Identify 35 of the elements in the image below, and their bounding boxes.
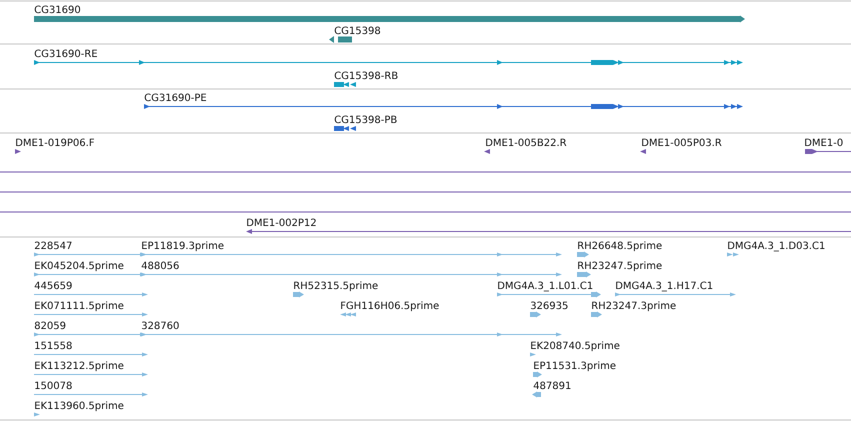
feature-label: EK113212.5prime [35,361,124,372]
feature-label: EK113960.5prime [35,401,124,412]
feature-label: DME1-0 [805,138,843,146]
feature-label: EK071111.5prime [35,301,124,312]
feature-label: EK208740.5prime [531,341,620,352]
feature-label: CG31690-PE [144,94,206,102]
feature-label: RH26648.5prime [578,241,662,252]
feature-label: 328760 [142,322,179,330]
feature-label: 487891 [534,382,570,390]
feature-label: DMG4A.3_1.H17.C1 [616,282,712,292]
feature-label: DME1-005P03.R [642,138,722,146]
feature-label: CG31690 [34,6,80,14]
feature-label: RH23247.3prime [592,301,676,312]
feature-label: DME1-005B22.R [486,138,566,146]
feature-label: CG15398-PB [334,116,397,124]
feature-label: DME1-002P12 [247,218,316,226]
feature-label: 82059 [34,322,66,330]
feature-label: EK045204.5prime [35,261,124,272]
feature-label: 151558 [35,342,72,350]
feature-label: RH52315.5prime [294,281,378,292]
feature-label: 488056 [142,262,179,270]
feature-label: 445659 [34,282,72,290]
feature-label: DMG4A.3_1.D03.C1 [728,242,824,252]
feature-label: 228547 [34,242,72,250]
feature-label: FGH116H06.5prime [341,301,439,312]
feature-label: DME1-019P06.F [16,138,94,146]
feature-label: EP11531.3prime [534,361,616,372]
feature-label: CG15398-RB [334,72,398,80]
feature-label: 150078 [35,382,72,390]
feature-label: CG31690-RE [34,50,97,58]
feature-label: 326935 [530,302,568,310]
feature-label: DMG4A.3_1.L01.C1 [498,282,592,292]
feature-label: CG15398 [334,26,380,34]
feature-label: EP11819.3prime [142,241,224,252]
feature-label: RH23247.5prime [578,261,662,272]
